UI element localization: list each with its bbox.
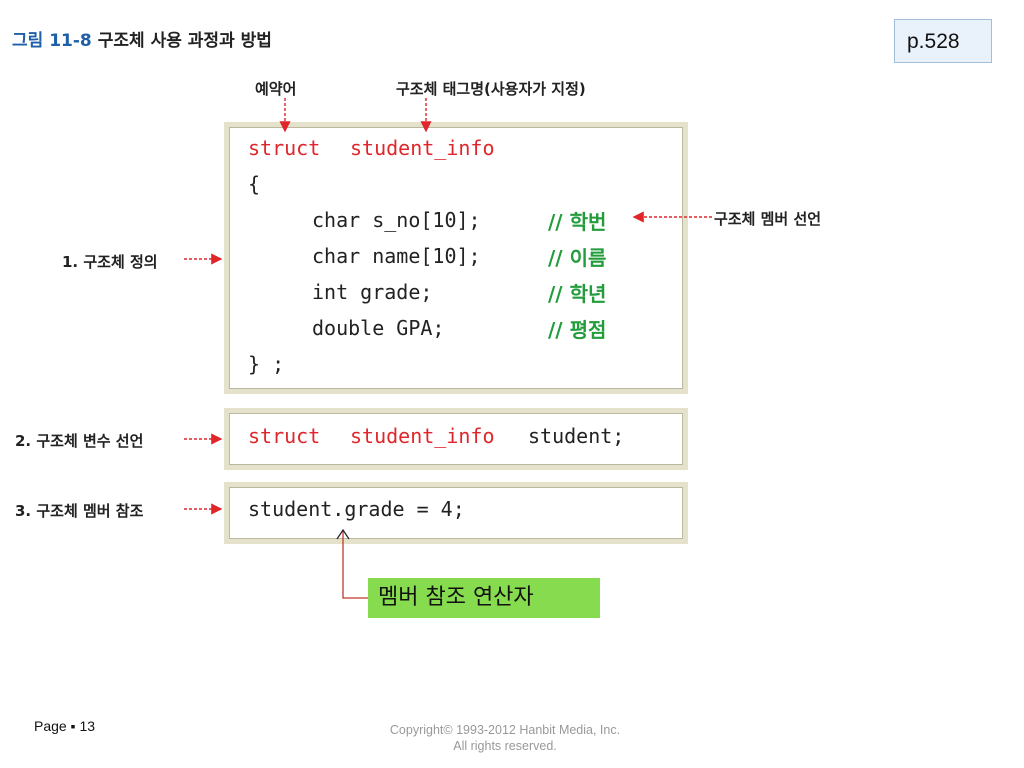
member-declaration-label: 구조체 멤버 선언 bbox=[714, 210, 822, 228]
member-comment: // 학년 bbox=[548, 282, 607, 306]
tag-name-label: 구조체 태그명(사용자가 지정) bbox=[396, 80, 586, 98]
member-comment: // 평점 bbox=[548, 318, 607, 342]
member-operator-label: 멤버 참조 연산자 bbox=[368, 578, 600, 618]
copyright-line2: All rights reserved. bbox=[453, 739, 557, 753]
struct-keyword: struct bbox=[248, 424, 321, 448]
copyright-line1: Copyright© 1993-2012 Hanbit Media, Inc. bbox=[389, 723, 621, 737]
figure-caption: 구조체 사용 과정과 방법 bbox=[97, 31, 272, 51]
reserved-word-label: 예약어 bbox=[255, 80, 297, 98]
open-brace: { bbox=[248, 172, 261, 196]
member-comment: // 이름 bbox=[548, 246, 607, 270]
member-decl: double GPA; bbox=[312, 316, 445, 340]
variable-declaration-box bbox=[224, 408, 688, 470]
member-comment: // 학번 bbox=[548, 210, 607, 234]
step2-label: 2. 구조체 변수 선언 bbox=[15, 432, 144, 450]
page-number: Page ▪ 13 bbox=[34, 718, 96, 734]
struct-definition-box bbox=[224, 122, 688, 394]
member-decl: int grade; bbox=[312, 280, 433, 304]
struct-tag: student_info bbox=[350, 424, 495, 448]
copyright: Copyright© 1993-2012 Hanbit Media, Inc. … bbox=[330, 722, 680, 754]
member-reference-box bbox=[224, 482, 688, 544]
struct-keyword: struct bbox=[248, 136, 321, 160]
close-brace: } ; bbox=[248, 352, 285, 376]
figure-number: 그림 11-8 bbox=[12, 31, 92, 51]
operator-arrow-line bbox=[342, 531, 368, 599]
member-reference-code: student.grade = 4; bbox=[248, 497, 465, 521]
operator-arrow-head bbox=[336, 528, 350, 540]
struct-tag: student_info bbox=[350, 136, 495, 160]
variable-name: student; bbox=[528, 424, 625, 448]
member-decl: char name[10]; bbox=[312, 244, 481, 268]
page-reference: p.528 bbox=[894, 19, 992, 63]
step1-label: 1. 구조체 정의 bbox=[62, 253, 158, 271]
step3-label: 3. 구조체 멤버 참조 bbox=[15, 502, 144, 520]
member-decl: char s_no[10]; bbox=[312, 208, 481, 232]
